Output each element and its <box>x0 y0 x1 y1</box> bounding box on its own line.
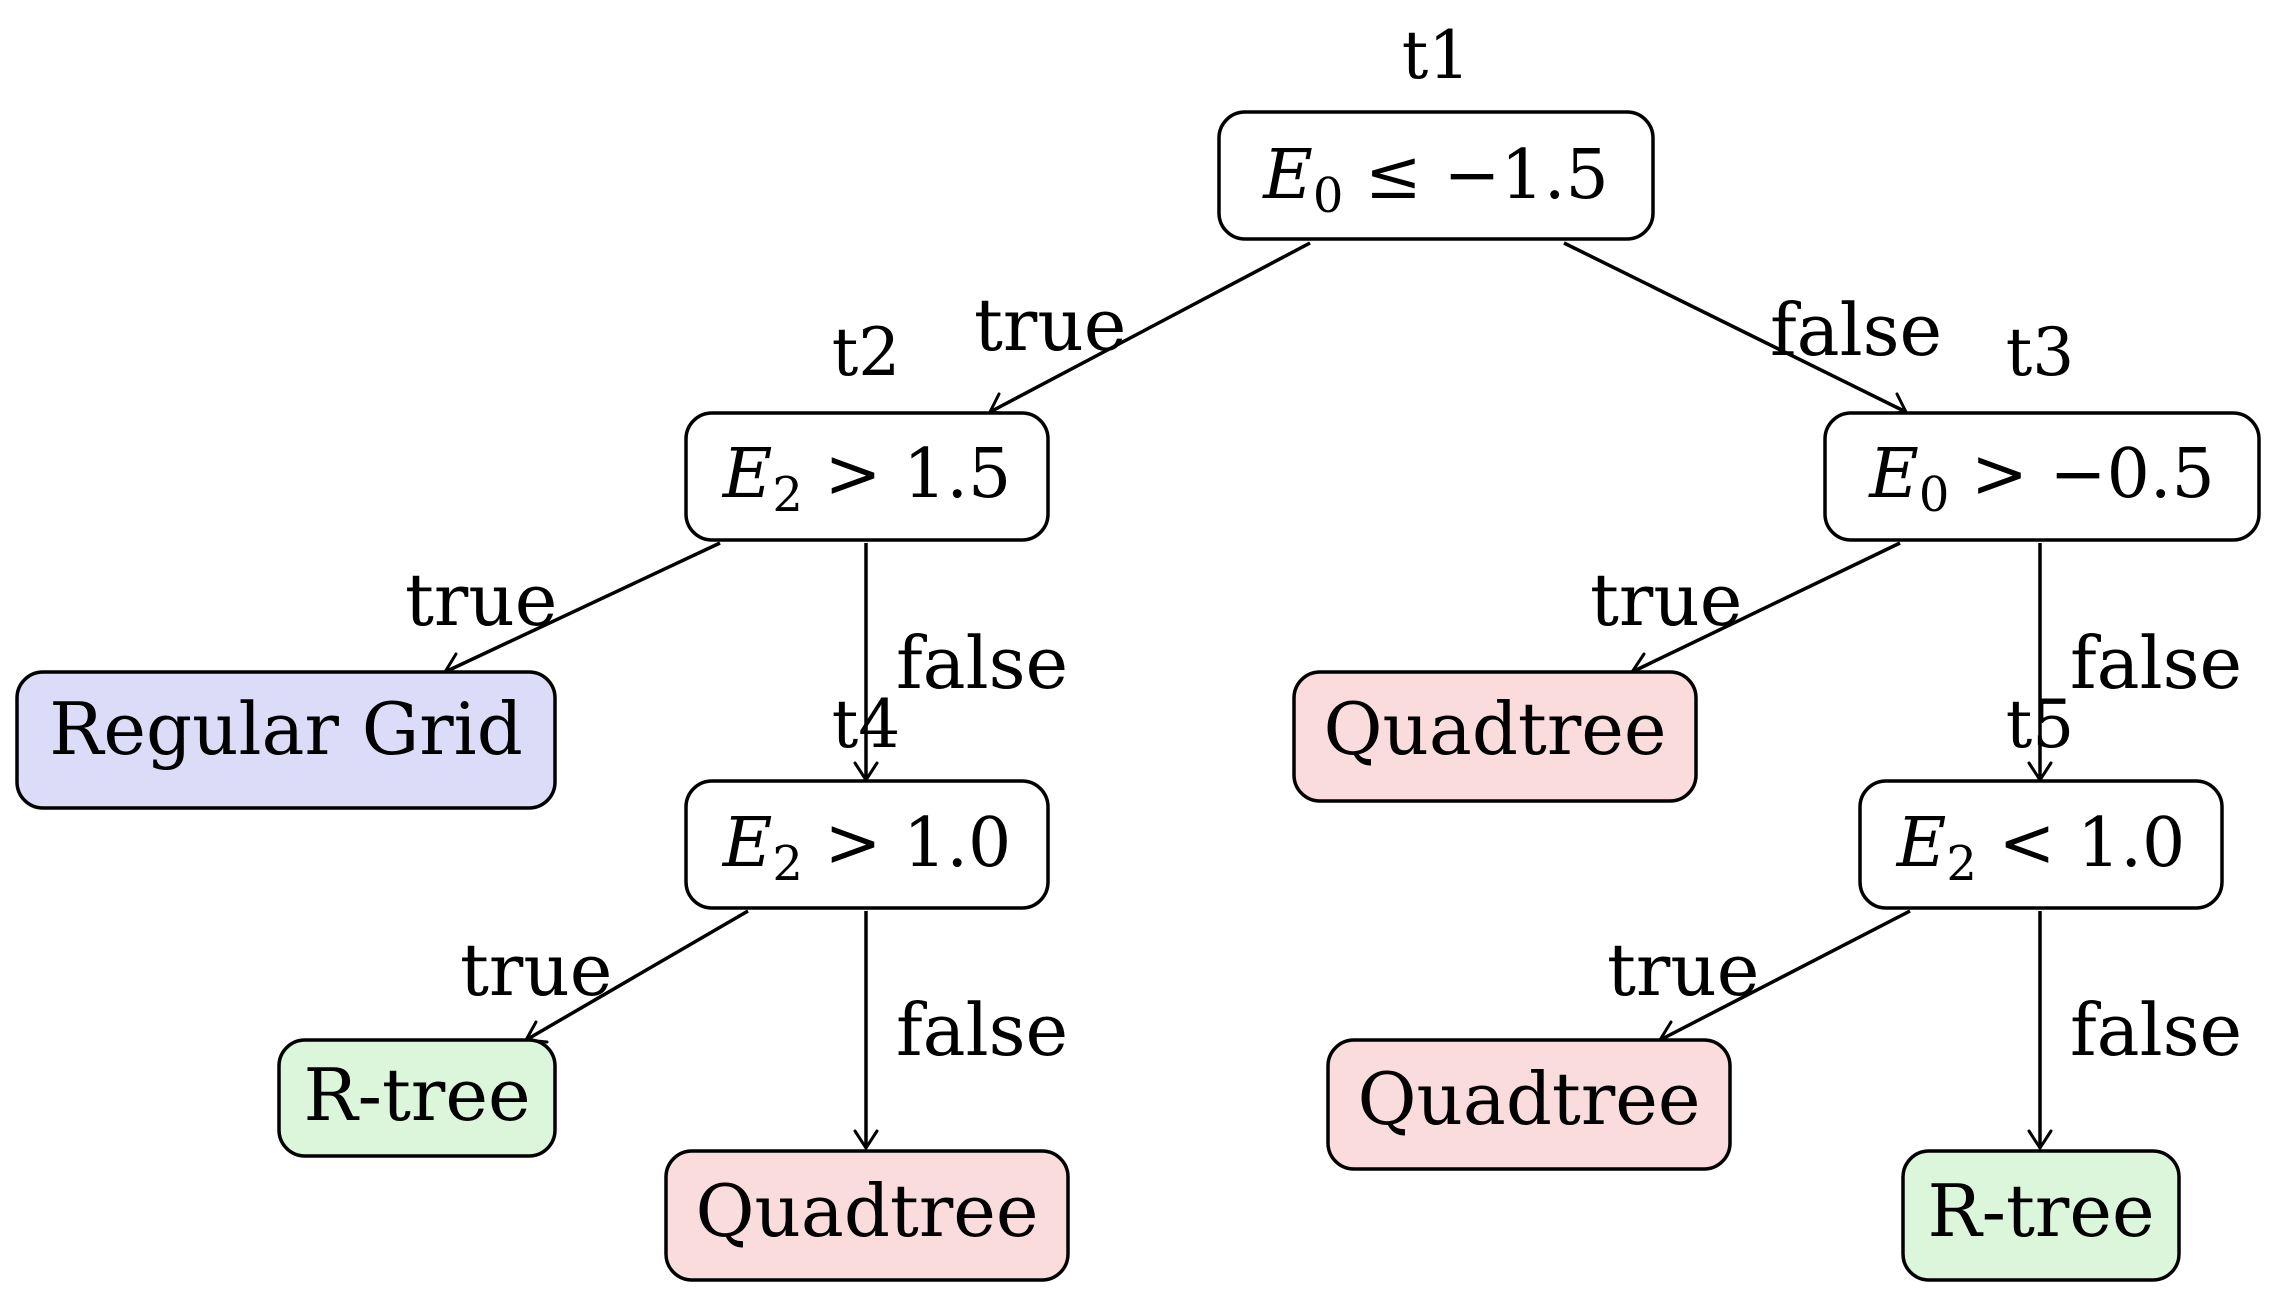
edge-label-t4-true: true <box>460 928 612 1012</box>
edge-label-t1-true: true <box>974 283 1126 367</box>
node-id-label: t3 <box>2006 314 2075 391</box>
decision-node-t4: t4 E2 > 1.0 <box>684 686 1050 910</box>
edge-label-t3-true: true <box>1590 558 1742 642</box>
edge-t4-to-quadtree <box>853 911 879 1151</box>
decision-node-t2: t2 E2 > 1.5 <box>684 314 1050 542</box>
node-box <box>1823 411 2261 542</box>
leaf-quadtree-t5: Quadtree <box>1326 1038 1732 1171</box>
decision-node-t3: t3 E0 > −0.5 <box>1823 314 2261 542</box>
edge-labels: true false true false true false true fa… <box>405 283 2242 1072</box>
leaf-label: R-tree <box>303 1053 530 1137</box>
leaf-label: Quadtree <box>1324 687 1667 771</box>
leaf-label: Quadtree <box>1358 1057 1701 1141</box>
node-condition: E0 > −0.5 <box>1867 435 2215 523</box>
node-condition: E0 ≤ −1.5 <box>1261 136 1609 224</box>
edge-label-t2-true: true <box>405 558 557 642</box>
decision-node-t5: t5 E2 < 1.0 <box>1858 686 2224 910</box>
node-condition: E2 < 1.0 <box>1895 804 2186 892</box>
node-condition: E2 > 1.5 <box>721 435 1012 523</box>
leaf-label: Regular Grid <box>49 687 523 771</box>
leaf-label: R-tree <box>1927 1169 2154 1253</box>
edge-label-t4-false: false <box>896 988 1068 1072</box>
edge-label-t5-true: true <box>1607 928 1759 1012</box>
edge-label-t2-false: false <box>896 621 1068 705</box>
decision-node-t1: t1 E0 ≤ −1.5 <box>1217 17 1655 241</box>
leaf-quadtree-t4: Quadtree <box>664 1149 1070 1282</box>
leaf-box <box>1292 670 1698 803</box>
node-id-label: t2 <box>832 314 901 391</box>
edges <box>442 241 2053 1151</box>
leaf-box <box>1326 1038 1732 1171</box>
leaf-rtree-t5: R-tree <box>1901 1149 2181 1282</box>
node-box <box>684 411 1050 542</box>
node-box <box>1217 110 1655 241</box>
leaf-box <box>1901 1149 2181 1282</box>
leaf-quadtree-t3: Quadtree <box>1292 670 1698 803</box>
node-box <box>1858 779 2224 910</box>
node-condition: E2 > 1.0 <box>721 804 1012 892</box>
node-id-label: t4 <box>832 686 901 763</box>
leaf-box <box>15 670 557 810</box>
leaf-label: Quadtree <box>696 1169 1039 1253</box>
leaf-rtree-t4: R-tree <box>277 1038 557 1158</box>
leaf-regular-grid: Regular Grid <box>15 670 557 810</box>
edge-label-t5-false: false <box>2070 988 2242 1072</box>
edge-label-t3-false: false <box>2070 621 2242 705</box>
node-box <box>684 779 1050 910</box>
edge-t5-to-rtree <box>2027 911 2053 1151</box>
leaf-box <box>664 1149 1070 1282</box>
leaf-box <box>277 1038 557 1158</box>
edge-label-t1-false: false <box>1770 288 1942 372</box>
node-id-label: t1 <box>1402 17 1471 94</box>
node-id-label: t5 <box>2006 686 2075 763</box>
